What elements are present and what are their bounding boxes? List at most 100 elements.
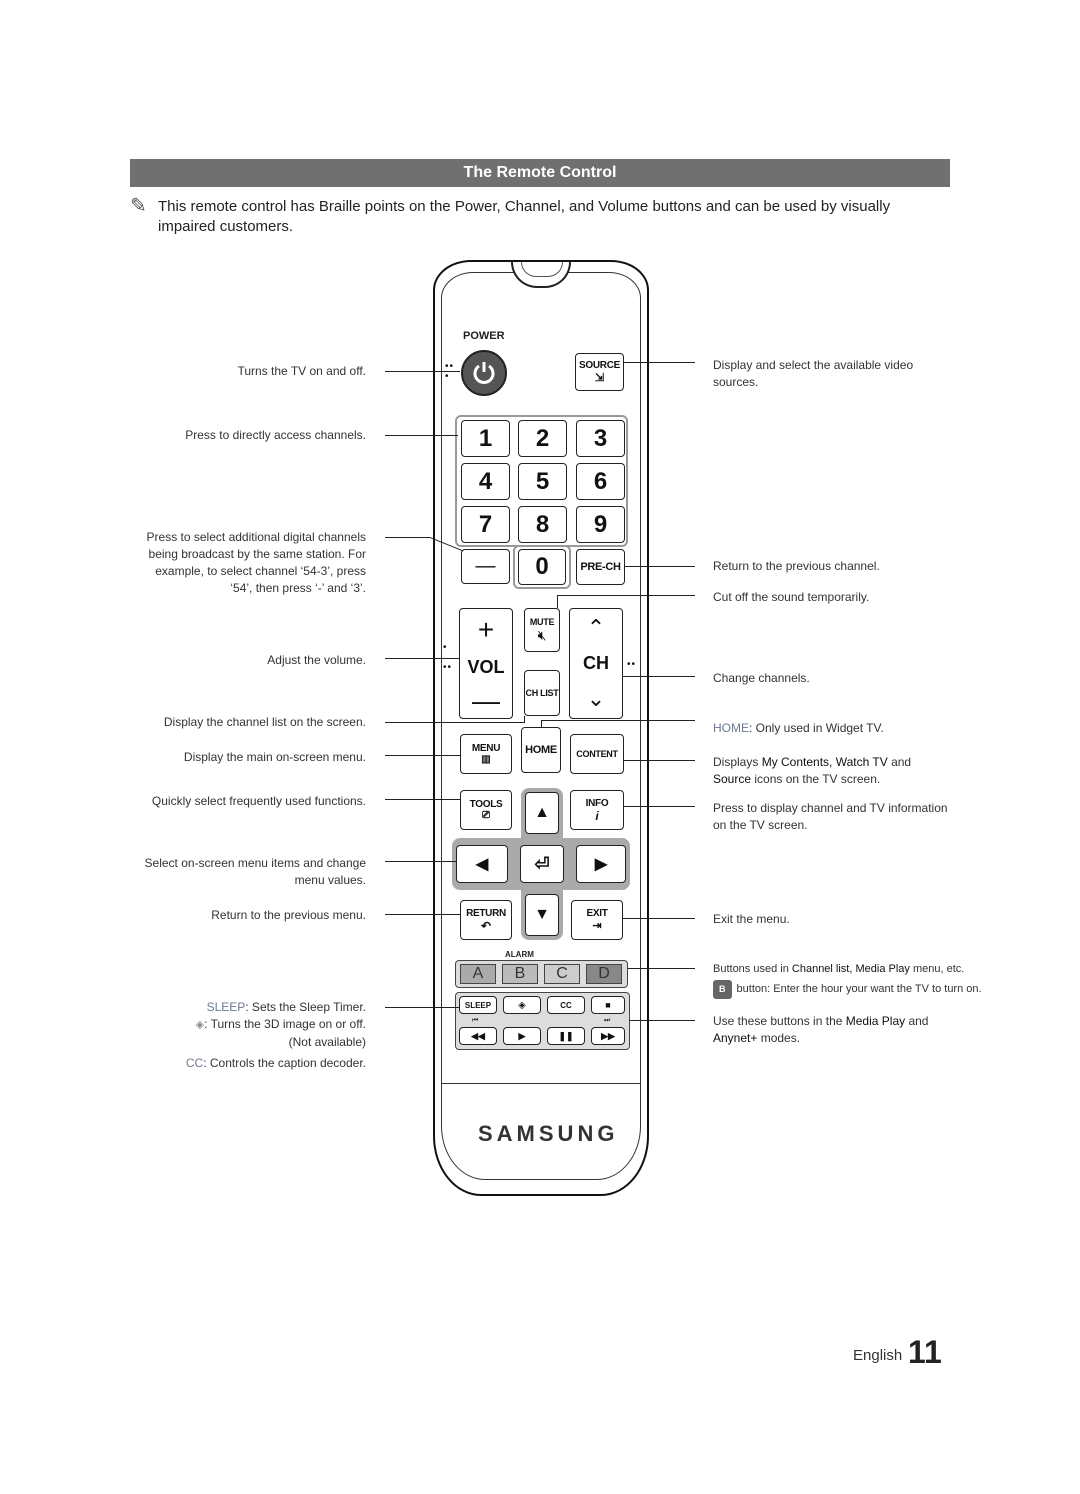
leader-mute <box>557 595 695 596</box>
prech-button[interactable]: PRE-CH <box>576 549 625 585</box>
label-content: Displays My Contents, Watch TV and Sourc… <box>713 755 912 786</box>
stop-button[interactable]: ■ <box>591 996 625 1014</box>
label-mute: Cut off the sound temporarily. <box>713 590 870 604</box>
leader-prech <box>625 566 695 567</box>
dash-button[interactable]: — <box>461 549 510 584</box>
source-button[interactable]: SOURCE ⇲ <box>575 353 624 391</box>
dpad-down-button[interactable]: ▼ <box>525 894 559 936</box>
sleep-button[interactable]: SLEEP <box>459 996 497 1014</box>
label-exit: Exit the menu. <box>713 912 790 926</box>
digit-6-button[interactable]: 6 <box>576 463 625 500</box>
page-number: 11 <box>908 1334 942 1370</box>
3d-icon: ◈ <box>195 1019 205 1031</box>
info-button[interactable]: INFO i <box>570 790 624 830</box>
digit-0-button[interactable]: 0 <box>518 549 566 585</box>
leader-select <box>385 861 456 862</box>
3d-button[interactable]: ◈ <box>503 996 541 1014</box>
dpad-up-button[interactable]: ▲ <box>525 792 559 834</box>
label-select: Select on-screen menu items and change m… <box>144 856 366 887</box>
braille-ch-dots: •• <box>627 659 637 670</box>
volume-rocker[interactable]: + VOL — <box>459 608 513 719</box>
arrow-left-icon: ◀ <box>475 856 489 873</box>
color-d-button[interactable]: D <box>586 964 622 984</box>
label-tools: Quickly select frequently used functions… <box>151 794 366 808</box>
braille-power-dots: ••• <box>445 361 455 382</box>
leader-power <box>385 371 460 372</box>
label-source: Display and select the available video s… <box>713 358 914 389</box>
leader-chlist <box>385 722 525 723</box>
digit-1-button[interactable]: 1 <box>461 420 510 457</box>
fastforward-button[interactable]: ▶▶ <box>591 1027 625 1045</box>
menu-grid-icon: ▥ <box>481 754 491 765</box>
leader-volume <box>385 658 459 659</box>
dpad-enter-button[interactable]: ⏎ <box>520 845 564 883</box>
channel-down-icon: ⌄ <box>586 686 606 711</box>
mute-speaker-icon: 🔇︎ <box>537 626 547 643</box>
label-menu: Display the main on-screen menu. <box>183 750 366 764</box>
leader-channel <box>623 676 695 677</box>
menu-button[interactable]: MENU ▥ <box>460 734 512 774</box>
digit-4-button[interactable]: 4 <box>461 463 510 500</box>
leader-return <box>385 914 460 915</box>
leader-info <box>624 806 695 807</box>
arrow-right-icon: ▶ <box>594 856 608 873</box>
return-button[interactable]: RETURN ↶ <box>460 900 512 940</box>
label-sleep: SLEEP: Sets the Sleep Timer. ◈: Turns th… <box>185 1000 366 1070</box>
label-return: Return to the previous menu. <box>211 908 366 922</box>
digit-9-button[interactable]: 9 <box>576 506 625 543</box>
color-b-button[interactable]: B <box>502 964 538 984</box>
alarm-label: ALARM <box>505 950 534 959</box>
content-button[interactable]: CONTENT <box>570 734 624 774</box>
dpad-right-button[interactable]: ▶ <box>576 845 626 883</box>
enter-icon: ⏎ <box>534 853 550 874</box>
exit-button[interactable]: EXIT ⇥ <box>571 900 623 940</box>
source-input-icon: ⇲ <box>594 372 605 384</box>
rewind-button[interactable]: ◀◀ <box>459 1027 497 1045</box>
info-icon: i <box>595 808 599 823</box>
digit-7-button[interactable]: 7 <box>461 506 510 543</box>
pause-icon: ❚❚ <box>558 1030 574 1041</box>
arrow-up-icon: ▲ <box>534 804 550 821</box>
power-button[interactable] <box>461 350 507 396</box>
dpad-left-button[interactable]: ◀ <box>456 845 508 883</box>
rewind-icon: ◀◀ <box>471 1030 485 1041</box>
arrow-down-icon: ▼ <box>534 906 550 923</box>
3d-glasses-icon: ◈ <box>518 999 526 1011</box>
leader-mute-v <box>557 595 558 608</box>
label-chlist: Display the channel list on the screen. <box>163 715 366 729</box>
leader-media <box>630 1020 695 1021</box>
pause-button[interactable]: ❚❚ <box>547 1027 585 1045</box>
volume-up-icon: + <box>477 613 495 645</box>
digit-5-button[interactable]: 5 <box>518 463 567 500</box>
power-label: POWER <box>463 330 505 342</box>
digit-2-button[interactable]: 2 <box>518 420 567 457</box>
leader-chlist-v <box>524 716 525 723</box>
body-divider <box>442 1083 641 1084</box>
play-icon: ▶ <box>518 1030 526 1041</box>
braille-note: This remote control has Braille points o… <box>158 198 891 235</box>
return-icon: ↶ <box>480 918 492 933</box>
digit-3-button[interactable]: 3 <box>576 420 625 457</box>
skip-forward-icon: ⏭ <box>604 1017 611 1024</box>
mute-button[interactable]: MUTE 🔇︎ <box>524 608 560 652</box>
leader-color <box>628 968 695 969</box>
tools-button[interactable]: TOOLS ⎚ <box>460 790 512 830</box>
leader-home <box>541 720 695 721</box>
home-button[interactable]: HOME <box>521 727 561 773</box>
volume-down-icon: — <box>472 685 500 717</box>
stop-icon: ■ <box>605 1000 611 1010</box>
cc-button[interactable]: CC <box>547 996 585 1014</box>
samsung-logo: SAMSUNG <box>478 1121 619 1146</box>
section-title: The Remote Control <box>130 159 950 187</box>
label-info: Press to display channel and TV informat… <box>713 801 948 832</box>
label-dash: Press to select additional digital chann… <box>146 530 366 595</box>
label-media: Use these buttons in the Media Play and … <box>713 1014 929 1045</box>
digit-8-button[interactable]: 8 <box>518 506 567 543</box>
channel-rocker[interactable]: ⌃ CH ⌄ <box>569 608 623 719</box>
braille-vol-dots: ••• <box>443 642 453 673</box>
leader-exit <box>623 918 695 919</box>
color-c-button[interactable]: C <box>544 964 580 984</box>
color-a-button[interactable]: A <box>460 964 496 984</box>
play-button[interactable]: ▶ <box>503 1027 541 1045</box>
chlist-button[interactable]: CH LIST <box>524 670 560 716</box>
